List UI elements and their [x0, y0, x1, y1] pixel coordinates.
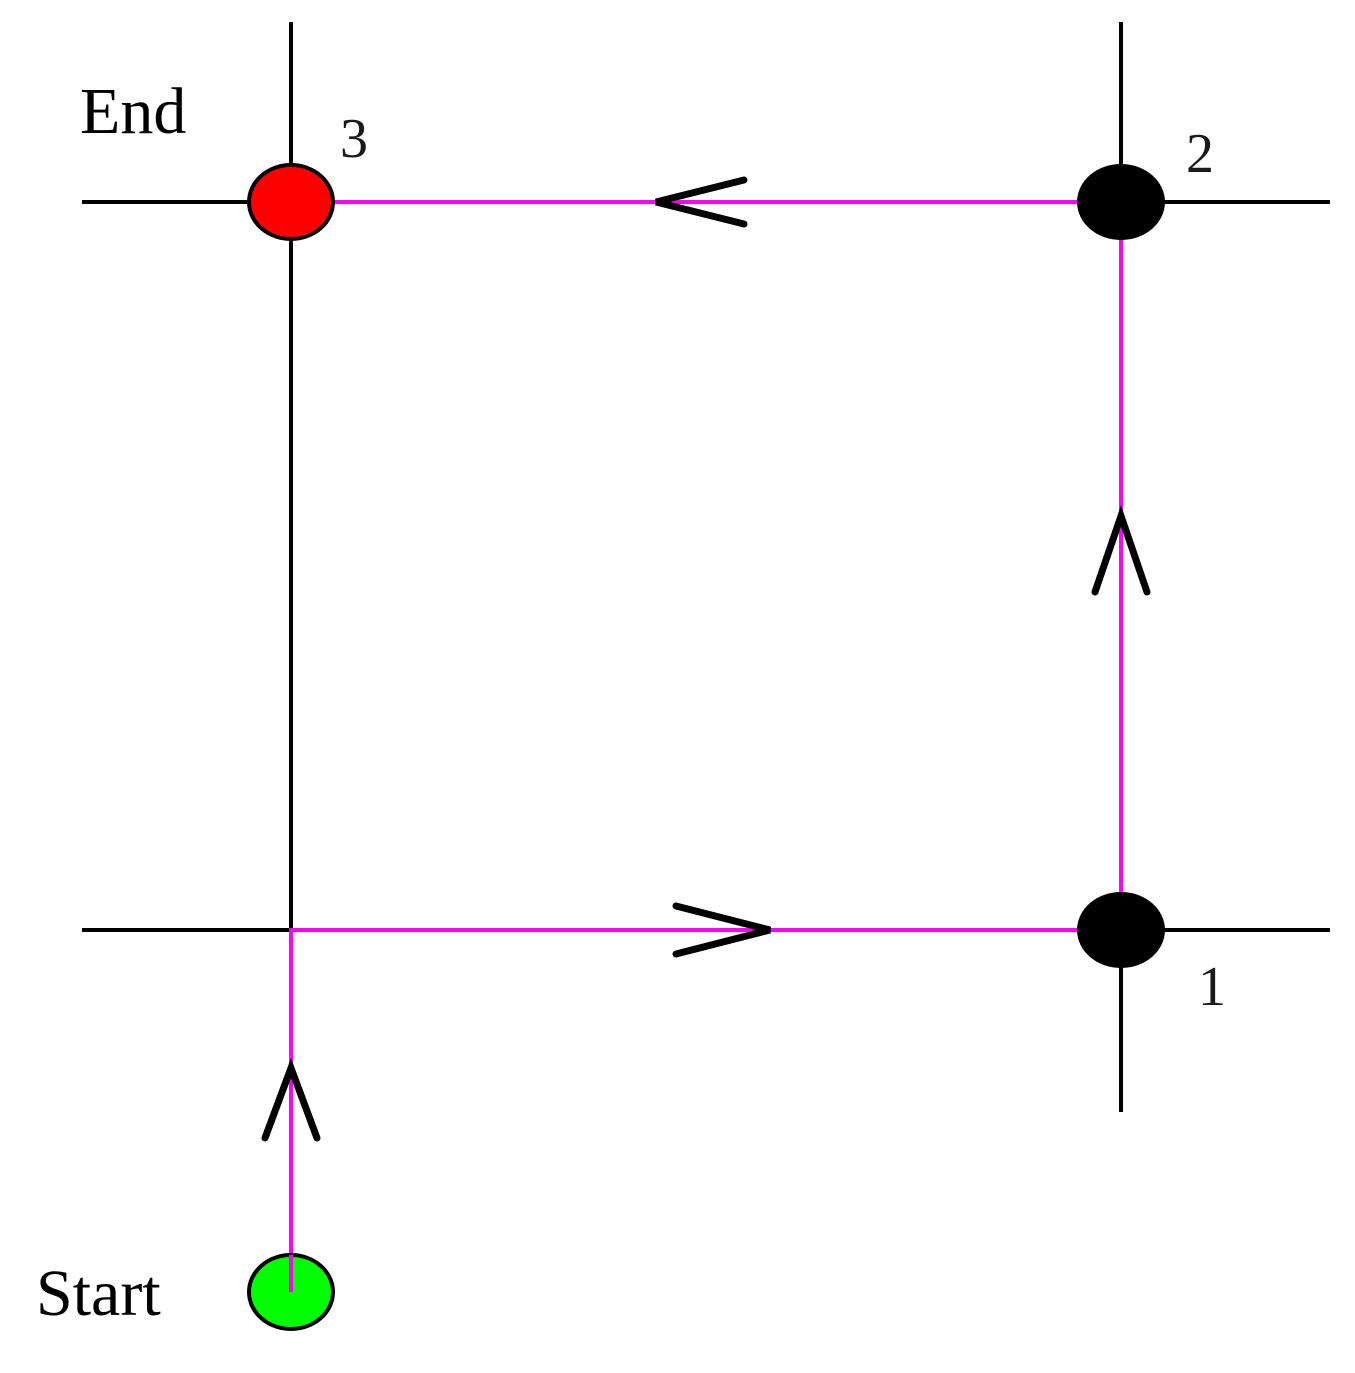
node-1-label: 1 — [1198, 956, 1226, 1018]
arrow-left-icon — [655, 176, 748, 228]
node-2-label: 2 — [1186, 123, 1214, 185]
end-label: End — [80, 75, 186, 148]
node-1 — [1077, 892, 1165, 968]
direction-arrows — [261, 176, 1151, 1142]
nodes — [247, 163, 1165, 1331]
node-3-label: 3 — [340, 108, 368, 170]
arrow-up-right-icon — [1091, 505, 1151, 596]
node-2 — [1077, 164, 1165, 240]
start-label: Start — [36, 1257, 161, 1330]
arrow-up-start-icon — [261, 1057, 321, 1142]
arrow-right-icon — [672, 902, 771, 958]
end-node — [247, 163, 335, 241]
